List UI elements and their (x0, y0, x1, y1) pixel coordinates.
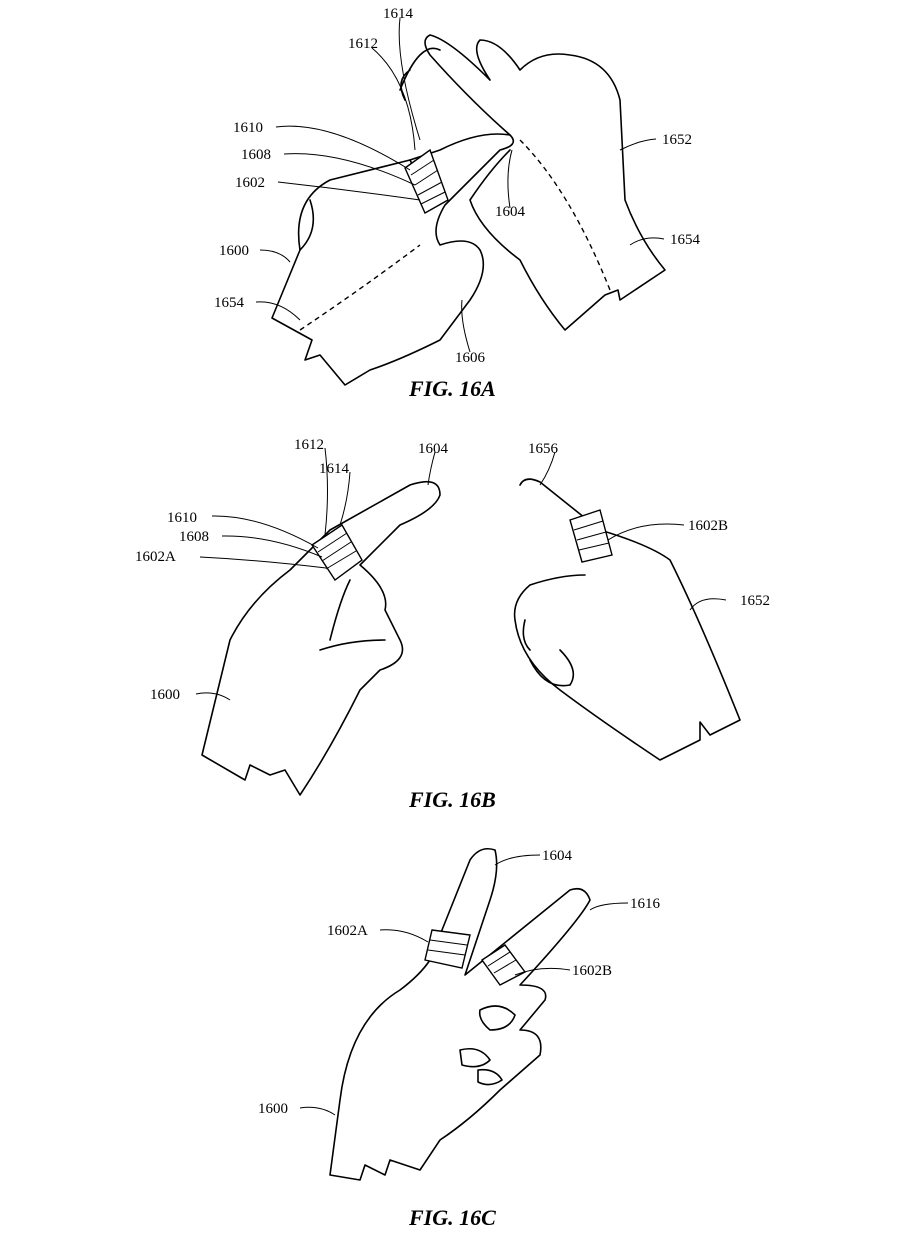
figure-16b: 1612 1614 1604 1610 1608 1602A 1600 1656… (135, 437, 770, 812)
label-1610: 1610 (233, 120, 263, 136)
right-hand-1652 (399, 34, 666, 331)
ring-1602a (311, 524, 363, 582)
ring-1602b-c (481, 944, 527, 986)
label-1610-b: 1610 (167, 510, 197, 526)
label-1652: 1652 (662, 132, 692, 148)
left-hand-1600 (271, 133, 515, 386)
label-1602: 1602 (235, 175, 265, 191)
caption-fig-16a: FIG. 16A (408, 376, 496, 401)
caption-fig-16c: FIG. 16C (408, 1205, 496, 1230)
label-1604: 1604 (495, 204, 526, 220)
ring-1602 (404, 148, 449, 214)
label-1604-c: 1604 (542, 848, 573, 864)
right-hand-1652-b (513, 478, 741, 761)
label-1600-b: 1600 (150, 687, 180, 703)
label-1600-c: 1600 (258, 1101, 288, 1117)
left-hand-1600-b (201, 480, 441, 796)
ring-1602b (569, 509, 613, 563)
label-1602b-c: 1602B (572, 963, 612, 979)
ring-1602a-c (424, 929, 471, 969)
caption-fig-16b: FIG. 16B (408, 787, 496, 812)
leader-lines-16a (255, 17, 665, 353)
label-1612: 1612 (348, 36, 378, 52)
label-1602a-c: 1602A (327, 923, 368, 939)
label-1614: 1614 (383, 6, 414, 22)
figure-16a: 1614 1612 1610 1608 1602 1600 1654 1606 … (214, 6, 701, 401)
label-1608: 1608 (241, 147, 271, 163)
label-1602a-b: 1602A (135, 549, 176, 565)
leader-lines-16c (299, 854, 629, 1116)
label-1606: 1606 (455, 350, 486, 366)
hand-1600-c (329, 847, 591, 1181)
label-1616: 1616 (630, 896, 661, 912)
figure-16c: 1604 1616 1602A 1602B 1600 FIG. 16C (258, 847, 661, 1230)
label-1608-b: 1608 (179, 529, 209, 545)
leader-lines-16b (195, 447, 727, 701)
label-1600: 1600 (219, 243, 249, 259)
label-1602b-b: 1602B (688, 518, 728, 534)
label-1652-b: 1652 (740, 593, 770, 609)
label-1654-left: 1654 (214, 295, 245, 311)
label-1656: 1656 (528, 441, 559, 457)
label-1604-b: 1604 (418, 441, 449, 457)
label-1612-b: 1612 (294, 437, 324, 453)
label-1654-right: 1654 (670, 232, 701, 248)
label-1614-b: 1614 (319, 461, 350, 477)
